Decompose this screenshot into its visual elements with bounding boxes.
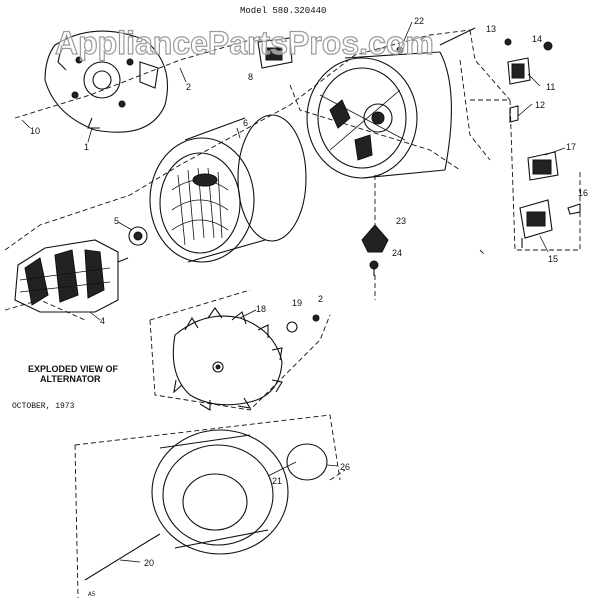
model-number: Model 580.320440 <box>240 6 326 16</box>
footer-mark: A5 <box>88 591 96 598</box>
front-housing-part <box>306 51 452 179</box>
callout-20: 20 <box>144 558 154 568</box>
exploded-view-guides <box>4 29 581 599</box>
stator-housing-part <box>149 114 307 263</box>
callout-19: 19 <box>292 298 302 308</box>
capacitor-part <box>361 224 389 276</box>
callout-11: 11 <box>546 82 555 92</box>
callout-14: 14 <box>532 34 542 44</box>
callout-2-top: 2 <box>186 82 191 92</box>
callout-18: 18 <box>256 304 266 314</box>
callout-24: 24 <box>392 248 402 258</box>
fan-part <box>172 307 320 411</box>
callout-26: 26 <box>340 462 350 472</box>
callout-21: 21 <box>272 476 282 486</box>
callout-22: 22 <box>414 16 424 26</box>
callout-leaders <box>21 21 566 563</box>
callout-2-fan: 2 <box>318 294 323 304</box>
caption-date: OCTOBER, 1973 <box>12 402 75 411</box>
caption-line-2: ALTERNATOR <box>40 374 101 384</box>
rear-end-bell-part <box>44 30 169 133</box>
bearing-part <box>128 226 148 246</box>
bracket-part <box>257 37 293 69</box>
callout-6: 6 <box>243 118 248 128</box>
brush-holder-part <box>504 38 553 123</box>
callout-17: 17 <box>566 142 576 152</box>
callout-16: 16 <box>578 188 588 198</box>
rotor-part <box>14 239 129 313</box>
callout-1: 1 <box>84 142 89 152</box>
callout-15: 15 <box>548 254 558 264</box>
callout-numbers: 1 2 2 4 5 6 8 10 11 12 13 14 15 16 17 18… <box>30 16 588 568</box>
callout-13: 13 <box>486 24 496 34</box>
end-cover-part <box>84 429 328 581</box>
rectifier-part <box>527 151 559 181</box>
caption-line-1: EXPLODED VIEW OF <box>28 364 119 374</box>
callout-10: 10 <box>30 126 40 136</box>
callout-8: 8 <box>248 72 253 82</box>
callout-5: 5 <box>114 216 119 226</box>
rectifier-bracket-part <box>519 199 581 248</box>
callout-23: 23 <box>396 216 406 226</box>
callout-12: 12 <box>535 100 545 110</box>
callout-4: 4 <box>100 316 105 326</box>
watermark-logo: AppliancePartsPros.com <box>55 25 434 61</box>
